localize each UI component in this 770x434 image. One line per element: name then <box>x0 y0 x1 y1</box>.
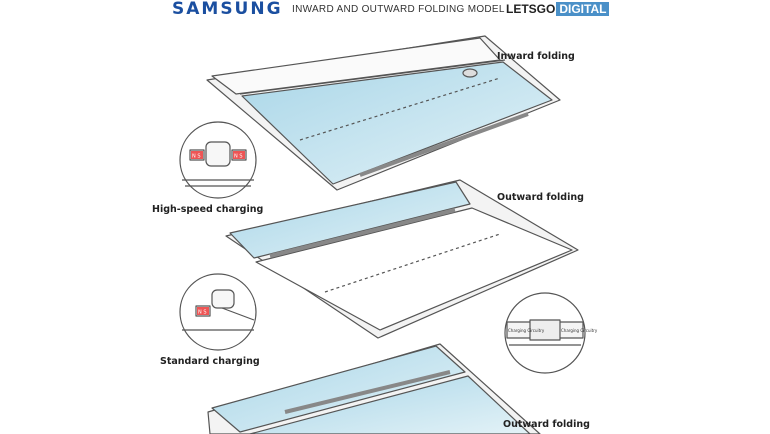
magnet-label-left: N S <box>192 154 201 160</box>
samsung-logo: SAMSUNG <box>172 0 283 19</box>
magnet-right <box>233 151 245 159</box>
label-outward-folding-2: Outward folding <box>503 419 590 430</box>
magnet-label-right: N S <box>234 154 243 160</box>
logo-part1: LETSGO <box>506 2 556 16</box>
detail-high-speed-charging <box>179 121 257 199</box>
label-outward-folding: Outward folding <box>497 192 584 203</box>
device-inward-folding <box>206 35 561 191</box>
label-high-speed-charging: High-speed charging <box>152 204 264 215</box>
label-inward-folding: Inward folding <box>497 51 575 62</box>
charging-circuitry-left: Charging Circuitry <box>508 328 545 333</box>
detail-charging-circuitry <box>504 292 586 374</box>
page-title: INWARD AND OUTWARD FOLDING MODEL <box>292 4 505 15</box>
device-outward-folding-2 <box>207 343 541 434</box>
detail-standard-charging <box>179 273 257 351</box>
magnet-label-standard: N S <box>198 310 207 316</box>
magnet-standard <box>197 307 209 315</box>
label-standard-charging: Standard charging <box>160 356 260 367</box>
magnet-left <box>191 151 203 159</box>
charging-circuitry-right: Charging Circuitry <box>561 328 598 333</box>
logo-part2: DIGITAL <box>556 2 610 16</box>
device-outward-folding <box>225 179 579 339</box>
